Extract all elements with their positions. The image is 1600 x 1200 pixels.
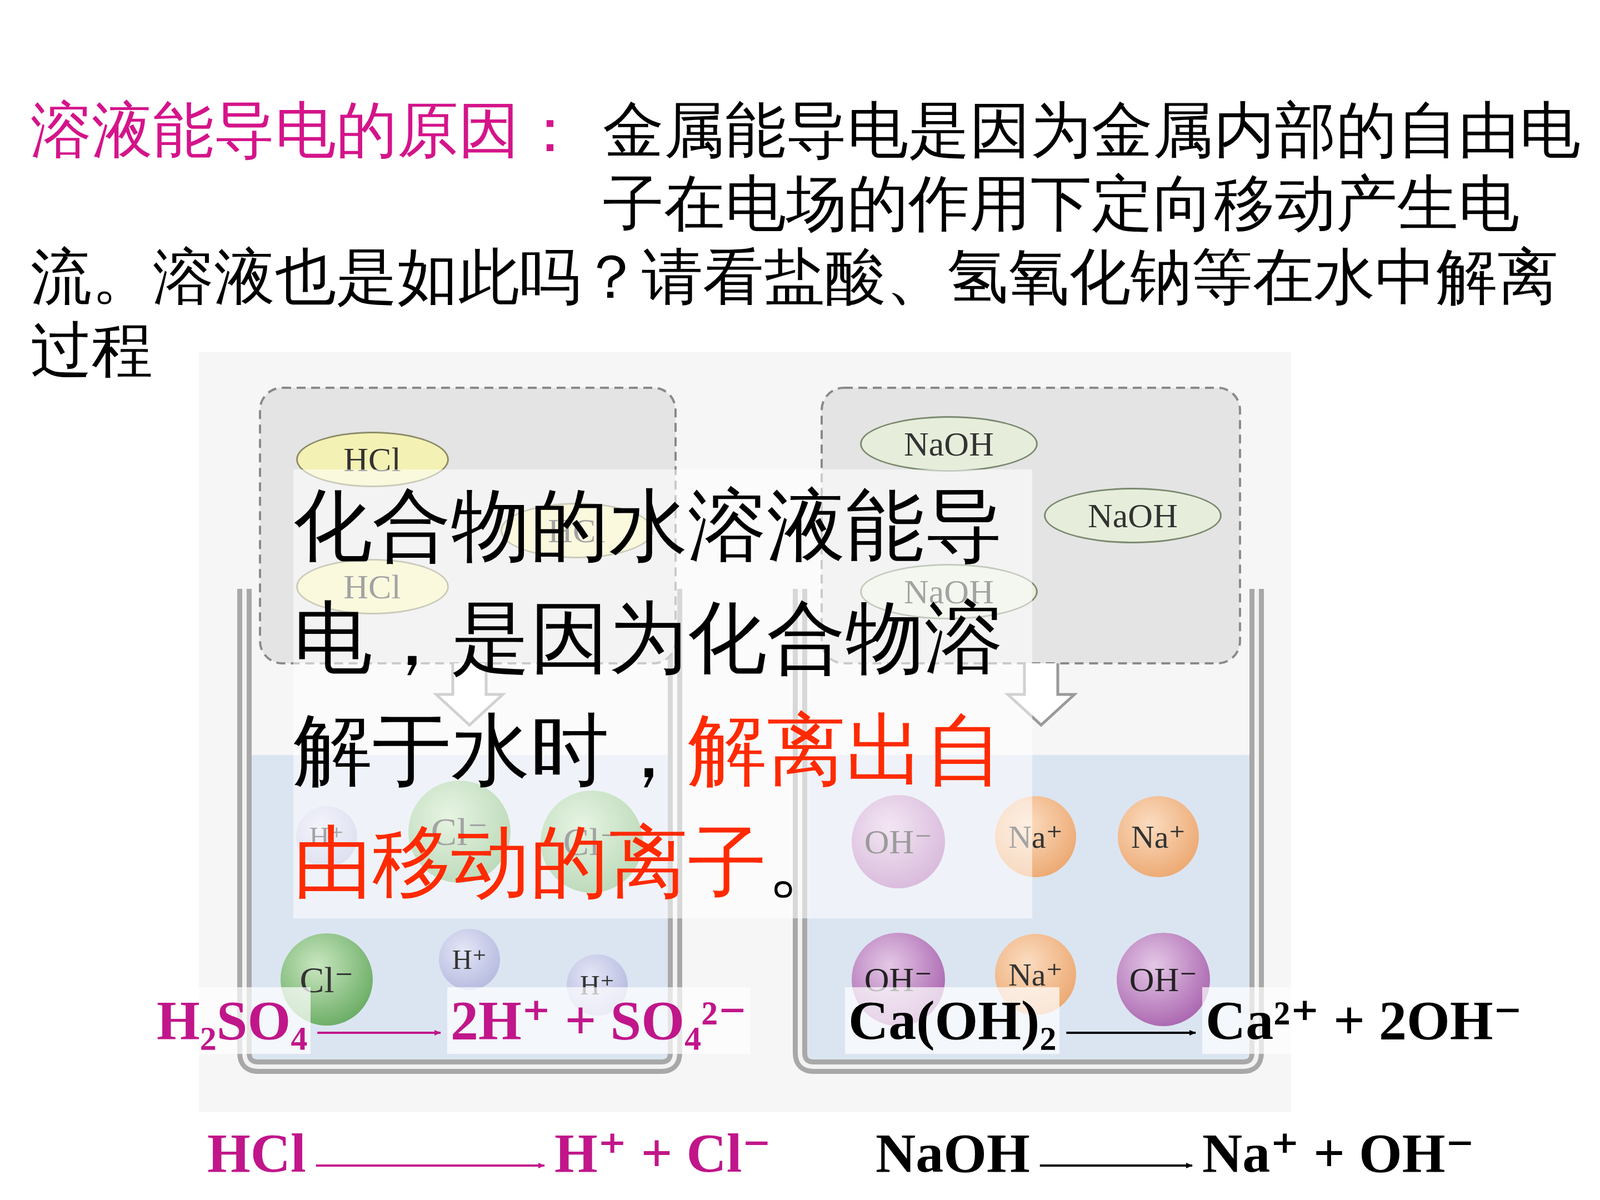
reaction-arrow — [317, 1031, 441, 1034]
reaction-arrow — [1040, 1164, 1193, 1167]
molecule-ellipse: NaOH — [860, 416, 1038, 472]
node-text: Na⁺ — [1131, 817, 1186, 856]
overlay-statement: 化合物的水溶液能导电，是因为化合物溶解于水时，解离出自由移动的离子。 — [293, 469, 1033, 919]
equation-term: Ca(OH)₂ — [845, 987, 1060, 1054]
equation-term: H⁺ + Cl⁻ — [551, 1120, 775, 1187]
reaction-arrow — [1066, 1031, 1196, 1034]
heading: 溶液能导电的原因： — [30, 93, 581, 240]
equation-term: HCl — [203, 1120, 310, 1187]
picture-ground — [198, 352, 1292, 1113]
equation-term: Na⁺ + OH⁻ — [1198, 1120, 1478, 1187]
node-text: H⁺ — [452, 943, 488, 976]
node-text: NaOH — [1087, 496, 1178, 536]
ion-circle: H⁺ — [438, 928, 500, 990]
node-text: NaOH — [903, 424, 994, 464]
reaction-arrow — [316, 1164, 545, 1167]
molecule-ellipse: NaOH — [1043, 487, 1222, 544]
ion-circle: Na⁺ — [1117, 796, 1199, 878]
equation-term: Ca²⁺ + 2OH⁻ — [1202, 987, 1526, 1054]
node-text: OH⁻ — [1129, 958, 1198, 1000]
equation-term: H₂SO₄ — [153, 987, 311, 1054]
equation-term: 2H⁺ + SO₄²⁻ — [447, 987, 751, 1054]
intro-paragraph: 溶液能导电的原因：金属能导电是因为金属内部的自由电子在电场的作用下定向移动产生电… — [30, 93, 1581, 387]
statement-text: 。 — [766, 816, 846, 908]
equation-term: NaOH — [872, 1120, 1034, 1187]
ion-circle: OH⁻ — [1116, 932, 1211, 1027]
